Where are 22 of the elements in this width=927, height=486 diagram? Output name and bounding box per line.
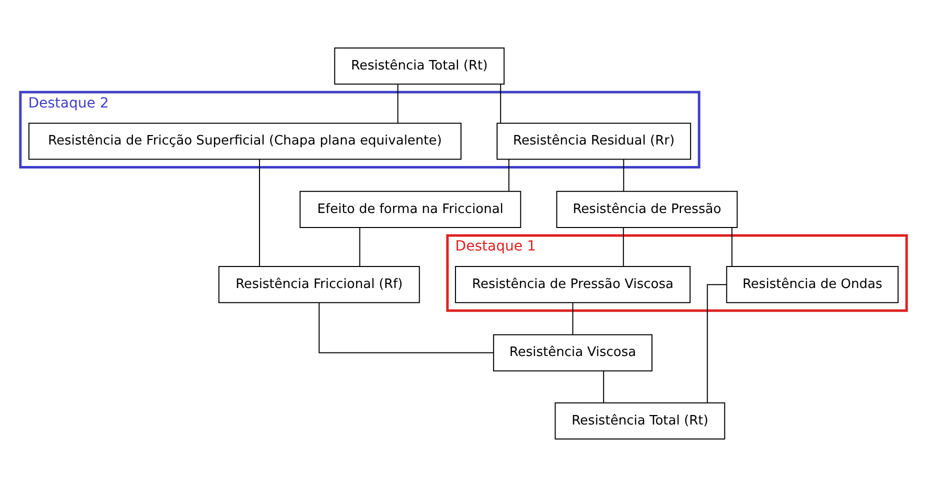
connector — [622, 227, 624, 266]
connector — [572, 302, 574, 334]
node-box: Resistência Friccional (Rf) — [218, 266, 420, 303]
node-box: Resistência de Pressão Viscosa — [454, 266, 691, 303]
node-box: Efeito de forma na Friccional — [300, 190, 522, 228]
node-box: Resistência Total (Rt) — [554, 402, 726, 439]
node-box: Resistência de Ondas — [726, 266, 899, 303]
node-box: Resistência Total (Rt) — [334, 47, 505, 84]
connector — [731, 227, 732, 266]
connector — [318, 302, 494, 353]
connector — [359, 227, 360, 266]
connector — [258, 158, 260, 266]
node-box: Resistência de Pressão — [556, 190, 738, 228]
node-box: Resistência Viscosa — [493, 334, 652, 371]
connector — [500, 84, 502, 122]
node-box: Resistência de Fricção Superficial (Chapa plana equivalente) — [28, 122, 462, 160]
connector — [397, 84, 398, 122]
connector — [603, 370, 604, 402]
node-box: Resistência Residual (Rr) — [496, 122, 692, 160]
connector — [706, 284, 727, 402]
connector — [508, 159, 510, 191]
connector — [623, 159, 624, 191]
